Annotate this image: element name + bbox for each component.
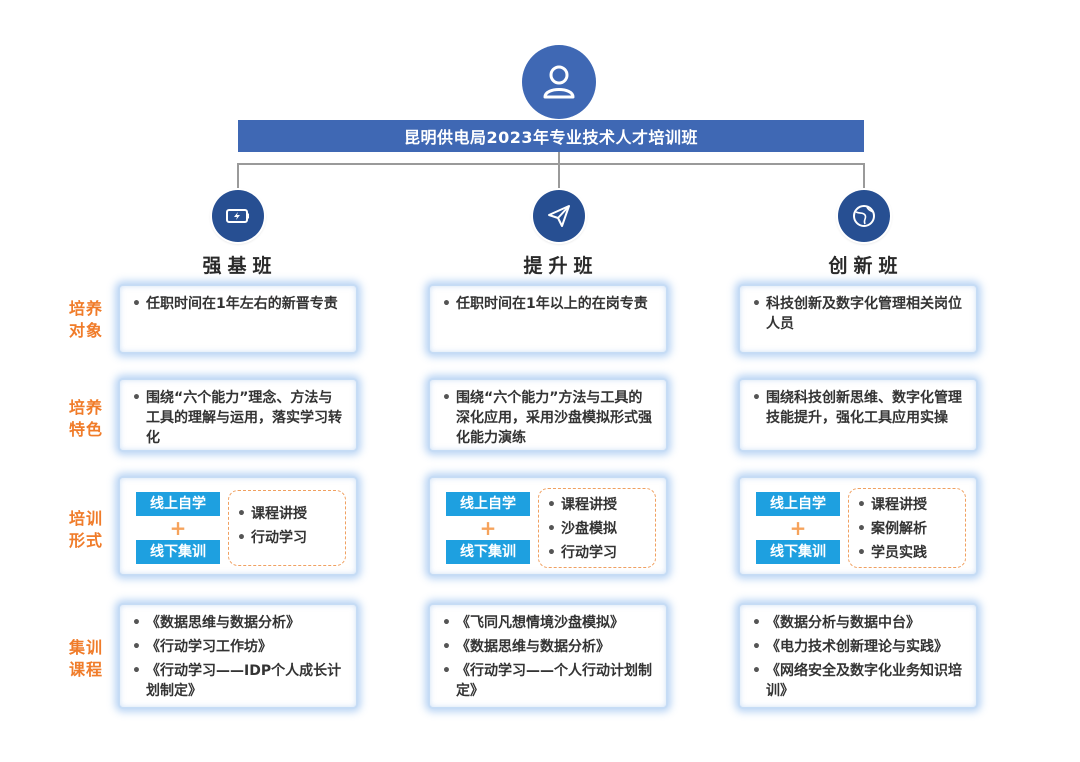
connector-drop-3	[863, 163, 865, 189]
row-label-courses: 集训课程	[68, 638, 103, 679]
feature-box-3: 围绕科技创新思维、数字化管理技能提升，强化工具应用实操	[738, 378, 978, 452]
course-item: 《数据思维与数据分析》	[132, 613, 344, 633]
connector-stem	[558, 152, 560, 164]
course-item: 《飞同凡想情境沙盘模拟》	[442, 613, 654, 633]
feature-item: 围绕科技创新思维、数字化管理技能提升，强化工具应用实操	[752, 388, 964, 428]
course-item: 《网络安全及数字化业务知识培训》	[752, 661, 964, 701]
globe-icon	[853, 205, 875, 227]
method-item: 课程讲授	[237, 502, 337, 526]
target-item: 任职时间在1年以上的在岗专责	[442, 294, 654, 314]
methods-box: 课程讲授 行动学习	[228, 490, 346, 566]
form-box-2: 线上自学 + 线下集训 课程讲授 沙盘模拟 行动学习	[428, 476, 668, 576]
plus-sign: +	[169, 516, 187, 540]
title-bar: 昆明供电局2023年专业技术人才培训班	[238, 120, 864, 152]
top-user-circle	[522, 45, 596, 119]
method-item: 学员实践	[857, 541, 957, 565]
paper-plane-icon	[548, 205, 570, 227]
row-label-target: 培养对象	[68, 299, 103, 340]
course-item: 《行动学习工作坊》	[132, 637, 344, 657]
column-title-3: 创新班	[828, 255, 904, 277]
user-icon	[543, 65, 575, 99]
column-icon-3	[838, 190, 890, 242]
method-item: 课程讲授	[547, 493, 647, 517]
column-icon-2	[533, 190, 585, 242]
course-item: 《行动学习——IDP个人成长计划制定》	[132, 661, 344, 701]
methods-box: 课程讲授 案例解析 学员实践	[848, 488, 966, 568]
row-label-feature: 培养特色	[68, 398, 103, 439]
online-chip: 线上自学	[756, 492, 840, 516]
column-title-1: 强基班	[202, 255, 278, 277]
target-box-1: 任职时间在1年左右的新晋专责	[118, 284, 358, 354]
column-icon-1	[212, 190, 264, 242]
courses-box-2: 《飞同凡想情境沙盘模拟》 《数据思维与数据分析》 《行动学习——个人行动计划制定…	[428, 603, 668, 709]
method-item: 课程讲授	[857, 493, 957, 517]
page-title: 昆明供电局2023年专业技术人才培训班	[403, 128, 699, 147]
feature-item: 围绕“六个能力”方法与工具的深化应用，采用沙盘模拟形式强化能力演练	[442, 388, 654, 448]
method-item: 行动学习	[547, 541, 647, 565]
course-item: 《数据分析与数据中台》	[752, 613, 964, 633]
target-box-2: 任职时间在1年以上的在岗专责	[428, 284, 668, 354]
method-item: 行动学习	[237, 526, 337, 550]
online-chip: 线上自学	[136, 492, 220, 516]
course-item: 《电力技术创新理论与实践》	[752, 637, 964, 657]
connector-horizontal	[237, 163, 865, 165]
form-box-1: 线上自学 + 线下集训 课程讲授 行动学习	[118, 476, 358, 576]
form-box-3: 线上自学 + 线下集训 课程讲授 案例解析 学员实践	[738, 476, 978, 576]
course-item: 《数据思维与数据分析》	[442, 637, 654, 657]
battery-icon	[226, 209, 249, 223]
row-label-form: 培训形式	[68, 509, 103, 550]
feature-box-2: 围绕“六个能力”方法与工具的深化应用，采用沙盘模拟形式强化能力演练	[428, 378, 668, 452]
courses-box-1: 《数据思维与数据分析》 《行动学习工作坊》 《行动学习——IDP个人成长计划制定…	[118, 603, 358, 709]
courses-box-3: 《数据分析与数据中台》 《电力技术创新理论与实践》 《网络安全及数字化业务知识培…	[738, 603, 978, 709]
offline-chip: 线下集训	[756, 540, 840, 564]
target-item: 科技创新及数字化管理相关岗位人员	[752, 294, 964, 334]
plus-sign: +	[479, 516, 497, 540]
online-chip: 线上自学	[446, 492, 530, 516]
connector-drop-2	[558, 163, 560, 189]
column-title-2: 提升班	[523, 255, 599, 277]
plus-sign: +	[789, 516, 807, 540]
offline-chip: 线下集训	[136, 540, 220, 564]
feature-box-1: 围绕“六个能力”理念、方法与工具的理解与运用，落实学习转化	[118, 378, 358, 452]
connector-drop-1	[237, 163, 239, 189]
target-box-3: 科技创新及数字化管理相关岗位人员	[738, 284, 978, 354]
course-item: 《行动学习——个人行动计划制定》	[442, 661, 654, 701]
method-item: 沙盘模拟	[547, 517, 647, 541]
methods-box: 课程讲授 沙盘模拟 行动学习	[538, 488, 656, 568]
feature-item: 围绕“六个能力”理念、方法与工具的理解与运用，落实学习转化	[132, 388, 344, 448]
offline-chip: 线下集训	[446, 540, 530, 564]
target-item: 任职时间在1年左右的新晋专责	[132, 294, 344, 314]
method-item: 案例解析	[857, 517, 957, 541]
